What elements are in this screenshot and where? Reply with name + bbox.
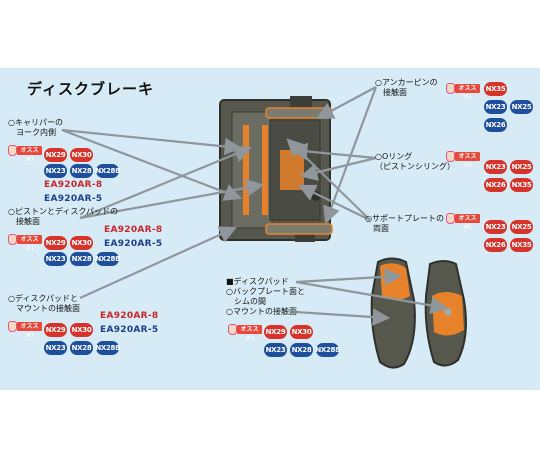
badge-nx26: NX26 <box>484 178 507 192</box>
badge-nx25: NX25 <box>510 100 533 114</box>
badge-nx288: NX288 <box>95 164 120 178</box>
hand-icon <box>446 213 455 224</box>
recommend-badge: オススメ! <box>446 150 480 169</box>
badge-nx30: NX30 <box>70 148 93 162</box>
badge-nx23: NX23 <box>264 343 287 357</box>
badge-nx288: NX288 <box>95 341 120 355</box>
part-ea920ar-5: EA920AR-5 <box>100 325 159 335</box>
recommend-badge: オススメ! <box>8 320 42 339</box>
badge-nx23: NX23 <box>44 252 67 266</box>
recommend-badge: オススメ! <box>228 323 262 342</box>
piston-red-badges: NX29 NX30 <box>44 236 93 250</box>
badge-nx29: NX29 <box>44 323 67 337</box>
badge-nx26: NX26 <box>484 118 507 132</box>
anchor-blue-badges-row1: NX23 NX25 <box>484 100 533 114</box>
recommend-badge: オススメ! <box>8 144 42 163</box>
part-ea920ar-8: EA920AR-8 <box>44 180 103 190</box>
badge-nx28: NX28 <box>290 343 313 357</box>
badge-nx28: NX28 <box>70 252 93 266</box>
pad-red-badges: NX29 NX30 <box>264 325 313 339</box>
badge-nx28: NX28 <box>70 341 93 355</box>
disc-pads-illustration <box>370 257 467 369</box>
part-ea920ar-5: EA920AR-5 <box>44 194 103 204</box>
caliper-red-badges: NX29 NX30 <box>44 148 93 162</box>
badge-nx25: NX25 <box>510 160 533 174</box>
o-ring-label: ○Oリング（ピストンシリング） <box>375 152 455 171</box>
badge-nx35: NX35 <box>484 82 507 96</box>
hand-icon <box>228 324 237 335</box>
disc-pad-label: ■ディスクパッド ○バックプレート面と シムの間 ○マウントの接触面 <box>226 277 305 316</box>
badge-nx23: NX23 <box>484 100 507 114</box>
recommend-badge: オススメ! <box>446 212 480 231</box>
badge-nx23: NX23 <box>44 164 67 178</box>
recommend-badge: オススメ! <box>446 82 480 101</box>
hand-icon <box>446 151 455 162</box>
pad-blue-badges: NX23 NX28 NX288 <box>264 343 340 357</box>
hand-icon <box>8 145 17 156</box>
badge-nx30: NX30 <box>70 323 93 337</box>
badge-nx35: NX35 <box>510 238 533 252</box>
badge-nx288: NX288 <box>95 252 120 266</box>
badge-nx35: NX35 <box>510 178 533 192</box>
badge-nx30: NX30 <box>290 325 313 339</box>
recommend-badge: オススメ! <box>8 233 42 252</box>
anchor-red-badges: NX35 <box>484 82 507 96</box>
badge-nx29: NX29 <box>44 236 67 250</box>
mount-blue-badges: NX23 NX28 NX288 <box>44 341 120 355</box>
badge-nx26: NX26 <box>484 238 507 252</box>
part-ea920ar-8: EA920AR-8 <box>104 225 163 235</box>
part-ea920ar-5: EA920AR-5 <box>104 239 163 249</box>
o-ring-badges-row1: NX23 NX25 <box>484 160 533 174</box>
anchor-blue-badges-row2: NX26 <box>484 118 507 132</box>
hand-icon <box>446 83 455 94</box>
mount-label: ○ディスクパッドとマウントの接触面 <box>8 294 80 313</box>
caliper-yoke-label: ○キャリパーのヨーク内側 <box>8 118 63 137</box>
badge-nx25: NX25 <box>510 220 533 234</box>
caliper-illustration <box>219 96 333 242</box>
piston-label: ○ピストンとディスクパッドの接触面 <box>8 207 119 226</box>
badge-nx23: NX23 <box>44 341 67 355</box>
badge-nx28: NX28 <box>70 164 93 178</box>
mount-red-badges: NX29 NX30 <box>44 323 93 337</box>
piston-blue-badges: NX23 NX28 NX288 <box>44 252 120 266</box>
part-ea920ar-8: EA920AR-8 <box>100 311 159 321</box>
caliper-blue-badges: NX23 NX28 NX288 <box>44 164 120 178</box>
hand-icon <box>8 321 17 332</box>
leader-arrows <box>61 86 449 326</box>
badge-nx29: NX29 <box>44 148 67 162</box>
badge-nx30: NX30 <box>70 236 93 250</box>
badge-nx288: NX288 <box>315 343 340 357</box>
hand-icon <box>8 234 17 245</box>
support-badges-row2: NX26 NX35 <box>484 238 533 252</box>
badge-nx23: NX23 <box>484 160 507 174</box>
badge-nx29: NX29 <box>264 325 287 339</box>
support-badges-row1: NX23 NX25 <box>484 220 533 234</box>
page-title: ディスクブレーキ <box>27 80 154 98</box>
badge-nx23: NX23 <box>484 220 507 234</box>
anchor-pin-label: ○アンカーピンの接触面 <box>375 78 438 97</box>
support-plate-label: ○サポートプレートの両面 <box>365 214 444 233</box>
o-ring-badges-row2: NX26 NX35 <box>484 178 533 192</box>
